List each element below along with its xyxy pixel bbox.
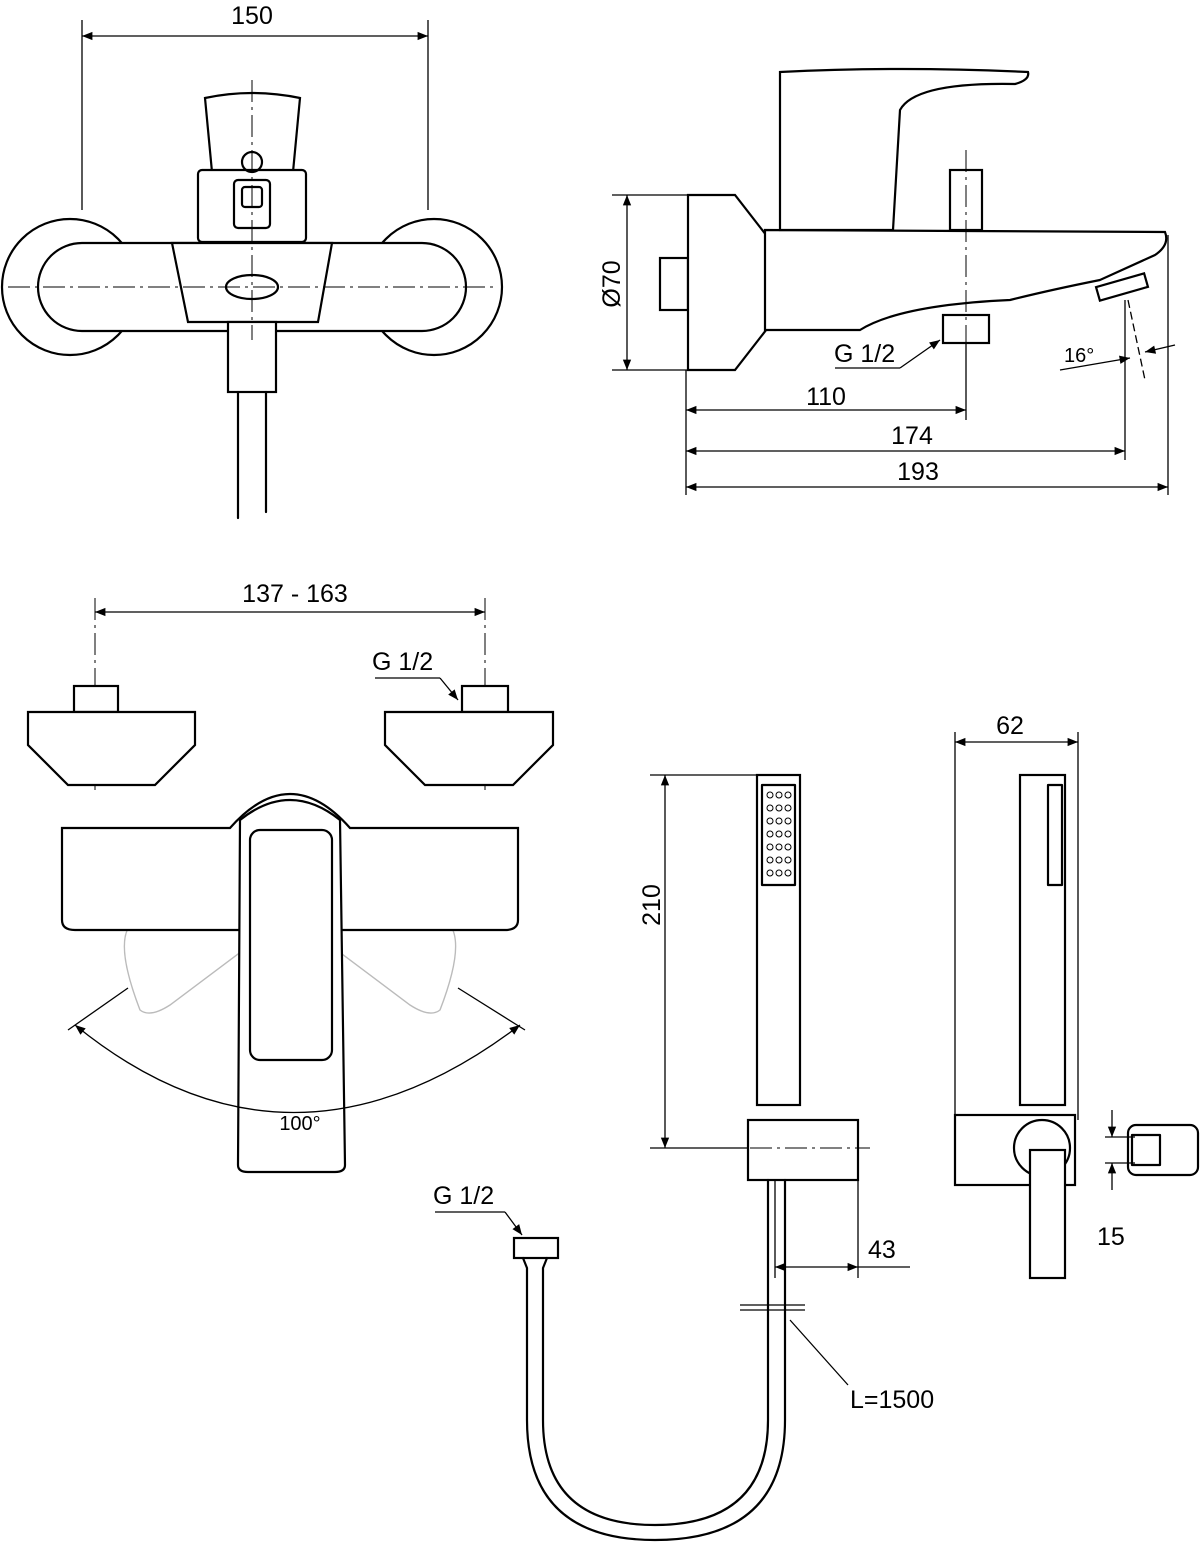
shower-handle [755, 773, 802, 1107]
holder-label: 43 [868, 1236, 896, 1264]
hose-nut [512, 1236, 560, 1260]
hose-connection-label: G 1/2 [433, 1182, 494, 1210]
bottom-connection-label: G 1/2 [372, 648, 433, 676]
diameter-label: Ø70 [598, 260, 626, 307]
lever-rotation-ghost [123, 809, 457, 1014]
center-distance-label: 137 - 163 [242, 580, 348, 608]
height-label: 210 [638, 884, 666, 926]
angle-label: 16° [1064, 345, 1094, 367]
width-label: 62 [996, 712, 1024, 740]
hand-shower: 210 43 62 15 [638, 712, 1200, 1280]
side-connection-label: G 1/2 [834, 340, 895, 368]
front-view: 150 [0, 2, 504, 520]
dim-193-label: 193 [897, 458, 939, 486]
hose-length-label: L=1500 [850, 1386, 934, 1414]
bottom-lever [236, 799, 347, 1174]
wall-plate [686, 193, 772, 372]
dim-174-label: 174 [891, 422, 933, 450]
side-lever [778, 67, 1030, 232]
bottom-view: 137 - 163 100° G 1/2 [26, 580, 555, 1174]
spout-body [763, 228, 1168, 332]
dim-110-label: 110 [806, 383, 846, 411]
wall-holder [746, 1118, 860, 1182]
side-view: Ø70 110 174 193 G 1/2 16° [598, 67, 1176, 495]
shower-hose: G 1/2 L=1500 [433, 1178, 934, 1542]
slot-label: 15 [1097, 1223, 1125, 1251]
rotation-label: 100° [279, 1113, 320, 1135]
width-label: 150 [231, 2, 273, 30]
